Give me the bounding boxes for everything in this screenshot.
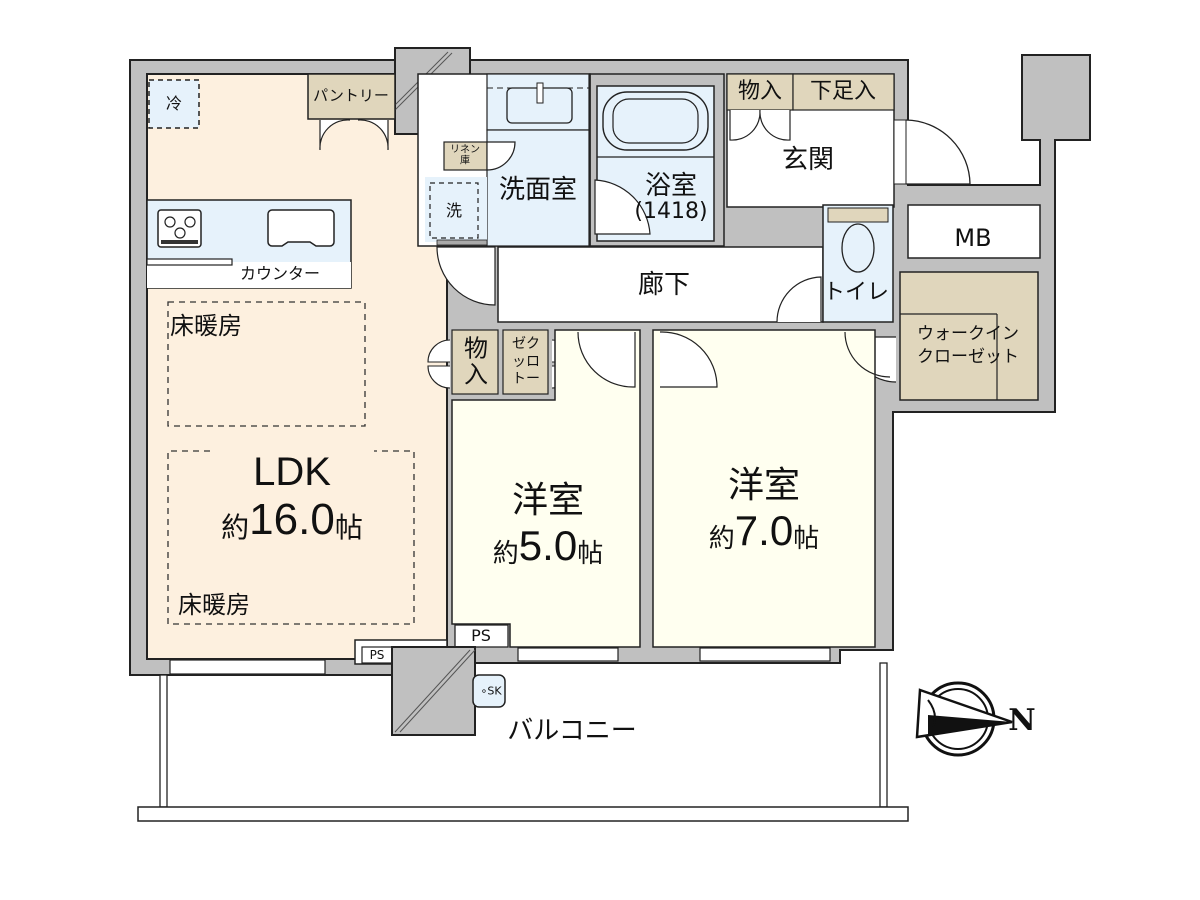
linen-line-2: 庫 [460,155,470,166]
toilet-label: トイレ [822,280,890,305]
linen-storage-label: リネン 庫 [450,144,480,167]
ldk-label: LDK 約 16.0 帖 [221,452,363,542]
hall-storage-label: 物 入 [464,334,488,389]
hall-closet [502,329,549,395]
ldk-size-prefix: 約 [221,511,250,544]
entrance-storage-label: 物入 [737,79,783,104]
front-door-swing [905,119,971,185]
balcony-label: バルコニー [507,716,637,746]
walk-in-closet-label: ウォークイン クローゼット [917,323,1019,369]
balcony [137,662,909,822]
counter-label: カウンター [239,264,321,283]
shoe-cabinet [792,73,895,111]
slop-sink [472,674,506,708]
compass-icon [915,681,1013,757]
western-room-2-size: 約 7.0 帖 [708,507,820,554]
floor-heating-area-2 [167,450,415,625]
washroom-label: 洗面室 [498,175,578,205]
kitchen-sink-icon [267,209,335,247]
bathroom-name: 浴室 [644,171,697,201]
floor-heating-area-1 [167,301,366,427]
washing-machine-space [429,182,479,239]
slop-sink-label: ∘SK [480,684,502,698]
entrance-storage [726,73,794,111]
wr1-value: 5.0 [518,522,578,569]
western-room-1-name: 洋室 [511,480,585,521]
pipe-space-2-label: PS [369,648,385,662]
windows [169,647,831,675]
slop-sink-text: SK [487,684,502,698]
pipe-space-1-label: PS [471,626,491,645]
closet-row-2: ッロ [512,353,540,370]
hall-storage-1: 物 [464,334,488,363]
refrigerator-space [148,79,200,129]
ldk-floor [146,73,448,660]
wr2-prefix: 約 [708,524,735,554]
western-room-1-label: 洋室 約 5.0 帖 [492,480,604,569]
refrigerator-label: 冷 [165,94,183,113]
toilet-icon [841,223,875,273]
hall-storage [451,329,499,395]
wr2-unit: 帖 [793,524,820,554]
wr1-unit: 帖 [577,539,604,569]
pantry [307,73,396,120]
floor-heating-label-2: 床暖房 [178,591,250,619]
western-room-1-size: 約 5.0 帖 [492,522,604,569]
pantry-label: パントリー [313,86,389,105]
floor-heating-label-1: 床暖房 [170,312,242,340]
hall-storage-2: 入 [464,361,488,389]
ldk-name: LDK [253,450,331,494]
compass-north-label: N [1008,703,1036,738]
wr2-value: 7.0 [734,507,794,554]
wic-line-2: クローゼット [917,347,1019,367]
meter-box-label: MB [954,224,992,252]
closet-row-1: ゼク [512,335,540,352]
hallway-label: 廊下 [637,270,691,300]
closet-row-3: トー [512,370,540,387]
shoe-cabinet-label: 下足入 [809,79,877,104]
meter-box [907,204,1041,259]
pipe-space-1 [454,624,509,648]
western-room-2-name: 洋室 [727,465,801,506]
washing-machine-label: 洗 [445,201,463,220]
bathroom-label: 浴室 (1418) [634,173,707,223]
linen-storage [443,141,488,171]
ldk-size-value: 16.0 [249,495,335,544]
wr1-prefix: 約 [492,539,519,569]
western-room-1-floor [451,329,641,648]
ldk-size-unit: 帖 [334,511,363,544]
hallway-floor [497,246,824,323]
linen-line-1: リネン [450,144,480,156]
walk-in-closet-floor [899,271,1039,401]
ldk-size: 約 16.0 帖 [221,498,363,542]
stove-icon [157,209,202,248]
bathroom-spec: (1418) [634,199,708,224]
wic-line-1: ウォークイン [917,324,1019,345]
entrance-label: 玄関 [781,145,835,175]
hall-closet-label: ゼク ッロ トー [512,336,540,389]
western-room-2-label: 洋室 約 7.0 帖 [708,465,820,554]
